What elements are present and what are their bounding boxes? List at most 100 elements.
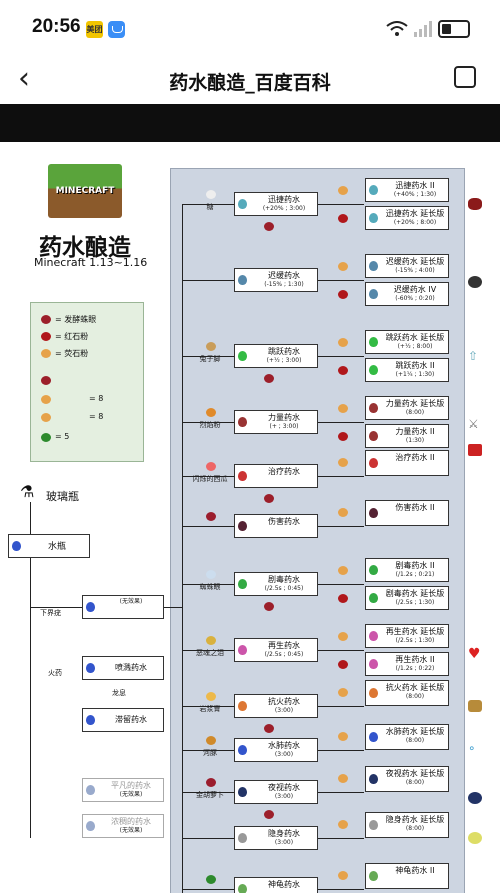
- healing-side-icon: [468, 444, 482, 456]
- glass-bottle-label: 玻璃瓶: [46, 490, 79, 503]
- glowstone-icon: [338, 404, 348, 413]
- connector: [318, 280, 364, 281]
- ingredient-icon: [206, 190, 216, 199]
- clock: 20:56: [32, 16, 81, 37]
- potion-name: 隐身药水: [268, 829, 300, 838]
- potion-name: 剧毒药水: [268, 575, 300, 584]
- potion-bottle-icon: [238, 645, 247, 655]
- potion-name: 治疗药水: [268, 467, 300, 476]
- ingredient-icon: [206, 512, 216, 521]
- notification-app-icon: [108, 21, 125, 38]
- potion-effect: (-60% ; 0:20): [395, 295, 435, 302]
- connector: [182, 356, 234, 357]
- potion-effect: (+1¼ ; 1:30): [395, 371, 435, 378]
- connector: [318, 584, 364, 585]
- glowstone-icon: [41, 349, 51, 358]
- potion-name: 伤害药水 II: [395, 503, 435, 512]
- ingredient-label: 兔子脚: [199, 355, 221, 363]
- recipe-icon: [41, 376, 51, 385]
- potion-bottle-icon: [369, 565, 378, 575]
- ingredient-label: 河豚: [203, 749, 217, 757]
- connector: [182, 204, 183, 893]
- fermented-spider-eye-icon: [264, 222, 274, 231]
- connector: [318, 650, 364, 651]
- sword-icon: ⚔: [468, 417, 479, 431]
- potion-bottle-icon: [369, 458, 378, 468]
- fermented-spider-eye-icon: [41, 315, 51, 324]
- potion-bottle-icon: [238, 199, 247, 209]
- glowstone-icon: [338, 871, 348, 880]
- potion-effect: (3:00): [274, 751, 294, 758]
- potion-name: 迅捷药水: [268, 195, 300, 204]
- glowstone-icon: [338, 774, 348, 783]
- fermented-spider-eye-icon: [264, 724, 274, 733]
- status-bar: 20:56 美团: [0, 0, 500, 58]
- redstone-icon: [338, 366, 348, 375]
- potion-name: 治疗药水 II: [395, 453, 435, 462]
- connector: [182, 422, 234, 423]
- potion-effect: (8:00): [405, 409, 425, 416]
- potion-node: 迟缓药水(-15% ; 1:30): [234, 268, 318, 292]
- glowstone-icon: [338, 820, 348, 829]
- fermented-spider-eye-icon: [264, 374, 274, 383]
- ingredient-icon: [206, 462, 216, 471]
- glowstone-icon: [338, 508, 348, 517]
- potion-bottle-icon: [369, 337, 378, 347]
- potion-bottle-icon: [238, 417, 247, 427]
- gunpowder-label: 火药: [48, 669, 62, 677]
- ingredient-label: 岩浆膏: [199, 705, 221, 713]
- potion-node: 迅捷药水(+20% ; 3:00): [234, 192, 318, 216]
- legend-item: = 发酵蛛眼: [55, 315, 97, 324]
- potion-name: 力量药水: [268, 413, 300, 422]
- glowstone-icon: [338, 688, 348, 697]
- glowstone-icon: [338, 262, 348, 271]
- upgraded-potion-node: 神龟药水 II: [365, 863, 449, 889]
- connector: [318, 706, 364, 707]
- glowstone-icon: [338, 338, 348, 347]
- potion-node: 再生药水(/2.5s ; 0:45): [234, 638, 318, 662]
- potion-node: 神龟药水: [234, 877, 318, 893]
- potion-bottle-icon: [238, 884, 247, 893]
- potion-node: 水肺药水(3:00): [234, 738, 318, 762]
- glowstone-icon: [338, 632, 348, 641]
- awkward-potion-node: (无效果): [82, 595, 164, 619]
- redstone-icon: [338, 290, 348, 299]
- ingredient-icon: [206, 875, 216, 884]
- potion-bottle-icon: [369, 185, 378, 195]
- potion-effect: (/2.5s ; 1:30): [395, 637, 435, 644]
- splash-potion-node: 喷溅药水: [82, 656, 164, 680]
- connector: [182, 584, 234, 585]
- potion-effect: (3:00): [274, 839, 294, 846]
- ingredient-label: 闪烁的西瓜: [192, 475, 228, 483]
- jump-side-icon: ⇧: [468, 349, 479, 363]
- connector: [182, 838, 234, 839]
- glowstone-icon: [338, 566, 348, 575]
- connector: [182, 650, 234, 651]
- share-icon[interactable]: [454, 66, 476, 88]
- potion-name: 隐身药水 延长版: [385, 815, 445, 824]
- upgraded-potion-node: 伤害药水 II: [365, 500, 449, 526]
- ingredient-icon: [206, 736, 216, 745]
- potion-effect: (+20% ; 3:00): [262, 205, 306, 212]
- top-navigation: ‹ 药水酿造_百度百科: [0, 58, 500, 104]
- connector: [318, 204, 364, 205]
- page-title: 药水酿造_百度百科: [169, 72, 331, 94]
- potion-name: 迟缓药水 IV: [393, 285, 437, 294]
- potion-bottle-icon: [238, 787, 247, 797]
- potion-bottle-icon: [238, 351, 247, 361]
- upgraded-potion-node: 迟缓药水 IV(-60% ; 0:20): [365, 282, 449, 306]
- ingredient-icon: [206, 570, 216, 579]
- back-button[interactable]: ‹: [18, 61, 30, 96]
- potion-name: 迅捷药水 延长版: [385, 209, 445, 218]
- connector: [318, 422, 364, 423]
- bubbles-icon: ∘: [468, 741, 476, 755]
- connector: [318, 750, 364, 751]
- version-label: Minecraft 1.13~1.16: [34, 256, 148, 269]
- redstone-icon: [41, 332, 51, 341]
- lingering-potion-node: 滞留药水: [82, 708, 164, 732]
- potion-name: 剧毒药水 II: [395, 561, 435, 570]
- potion-node: 伤害药水: [234, 514, 318, 538]
- turtle-shell-icon: [41, 433, 51, 442]
- potion-name: 再生药水 II: [395, 655, 435, 664]
- connector: [318, 476, 364, 477]
